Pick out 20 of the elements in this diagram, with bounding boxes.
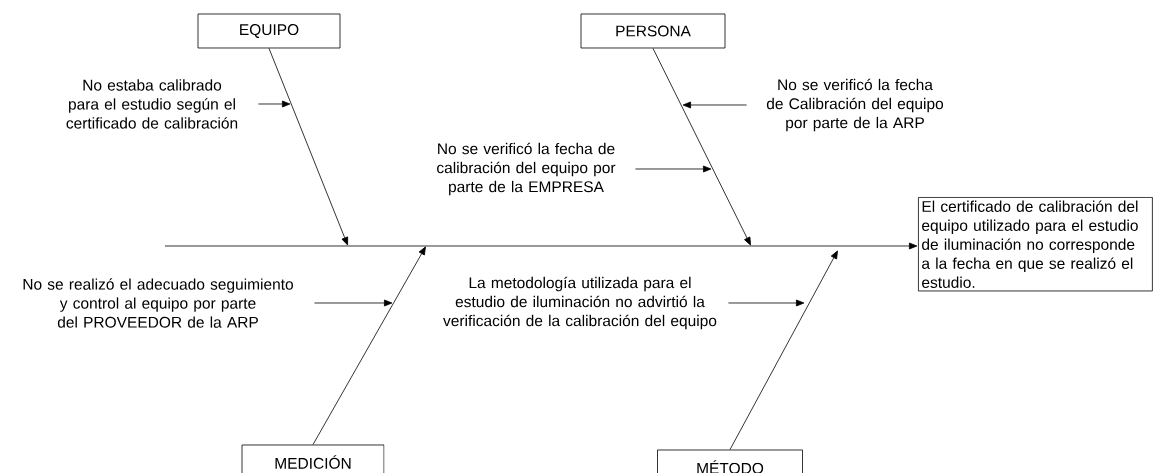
arrow <box>258 100 291 108</box>
bone-arrow <box>268 48 348 246</box>
arrow <box>728 299 805 307</box>
bone-arrow <box>729 250 838 450</box>
cause-text: No se verificó la fecha de calibración del equipo por parte de la EMPRESA <box>437 142 616 196</box>
bone-arrow <box>312 246 426 445</box>
cause-text: No estaba calibrado para el estudio según el certificado de calibración <box>66 79 238 129</box>
category-box: MEDICIÓN <box>241 444 385 473</box>
arrow <box>314 299 393 307</box>
cause-text: No se realizó el adecuado seguimiento y control al equipo por parte del PROVEEDOR de la ARP <box>23 278 293 328</box>
category-box: PERSONA <box>580 13 726 49</box>
arrow <box>635 165 712 173</box>
category-box: MÉTODO <box>657 449 803 473</box>
effect-box: El certificado de calibración del equipo utilizado para el estudio de iluminación no corresponde a la fecha en que se realizó el estudio. <box>918 197 1153 292</box>
category-box: EQUIPO <box>197 13 341 49</box>
cause-text: La metodología utilizada para el estudio de iluminación no advirtió la verificación de la calibración del equipo <box>443 276 717 330</box>
arrow <box>682 101 747 109</box>
spine-arrow <box>164 242 918 250</box>
bone-arrow <box>652 48 751 246</box>
cause-text: No se verificó la fecha de Calibración del equipo por parte de la ARP <box>766 78 944 132</box>
